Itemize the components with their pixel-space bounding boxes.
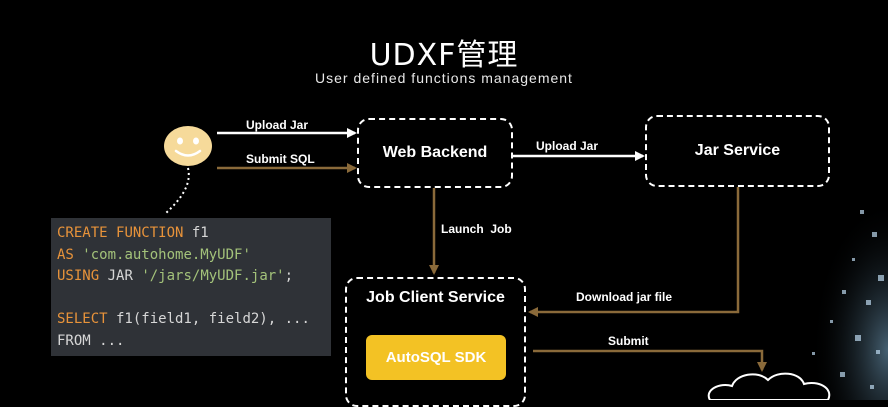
jar-service-label: Jar Service — [694, 142, 781, 159]
edge-label-submit-sql: Submit SQL — [246, 152, 315, 166]
cloud-icon — [707, 372, 831, 400]
code-line-2: AS 'com.autohome.MyUDF' — [57, 246, 251, 263]
web-backend-node: Web Backend — [357, 118, 513, 188]
sql-code-block: CREATE FUNCTION f1 AS 'com.autohome.MyUDF… — [51, 218, 331, 356]
web-backend-label: Web Backend — [382, 144, 488, 161]
code-line-3: USING JAR '/jars/MyUDF.jar'; — [57, 268, 294, 284]
smiley-face-icon — [164, 126, 212, 166]
job-client-service-label: Job Client Service — [366, 289, 505, 306]
edge-label-launch-job: Launch Job — [441, 222, 512, 236]
code-line-6: FROM ... — [57, 332, 125, 349]
arrow-submit — [533, 349, 767, 372]
edge-label-upload-jar-user: Upload Jar — [246, 118, 309, 132]
arrow-download-jar — [528, 187, 740, 317]
code-line-1: CREATE FUNCTION f1 — [57, 225, 209, 241]
code-line-4 — [57, 288, 325, 310]
diagram-subtitle: User defined functions management — [315, 70, 573, 86]
edge-label-download-jar: Download jar file — [576, 290, 673, 304]
light-particles — [812, 210, 884, 389]
autosql-sdk-label: AutoSQL SDK — [385, 349, 487, 366]
edge-label-upload-jar-service: Upload Jar — [536, 139, 599, 153]
jar-service-node: Jar Service — [645, 115, 830, 187]
light-glow — [760, 150, 888, 400]
code-line-5: SELECT f1(field1, field2), ... — [57, 311, 310, 327]
dotted-link-code — [165, 167, 190, 214]
diagram-title: UDXF管理 — [369, 38, 519, 73]
autosql-sdk-node: AutoSQL SDK — [366, 335, 506, 380]
edge-label-submit: Submit — [608, 334, 649, 348]
